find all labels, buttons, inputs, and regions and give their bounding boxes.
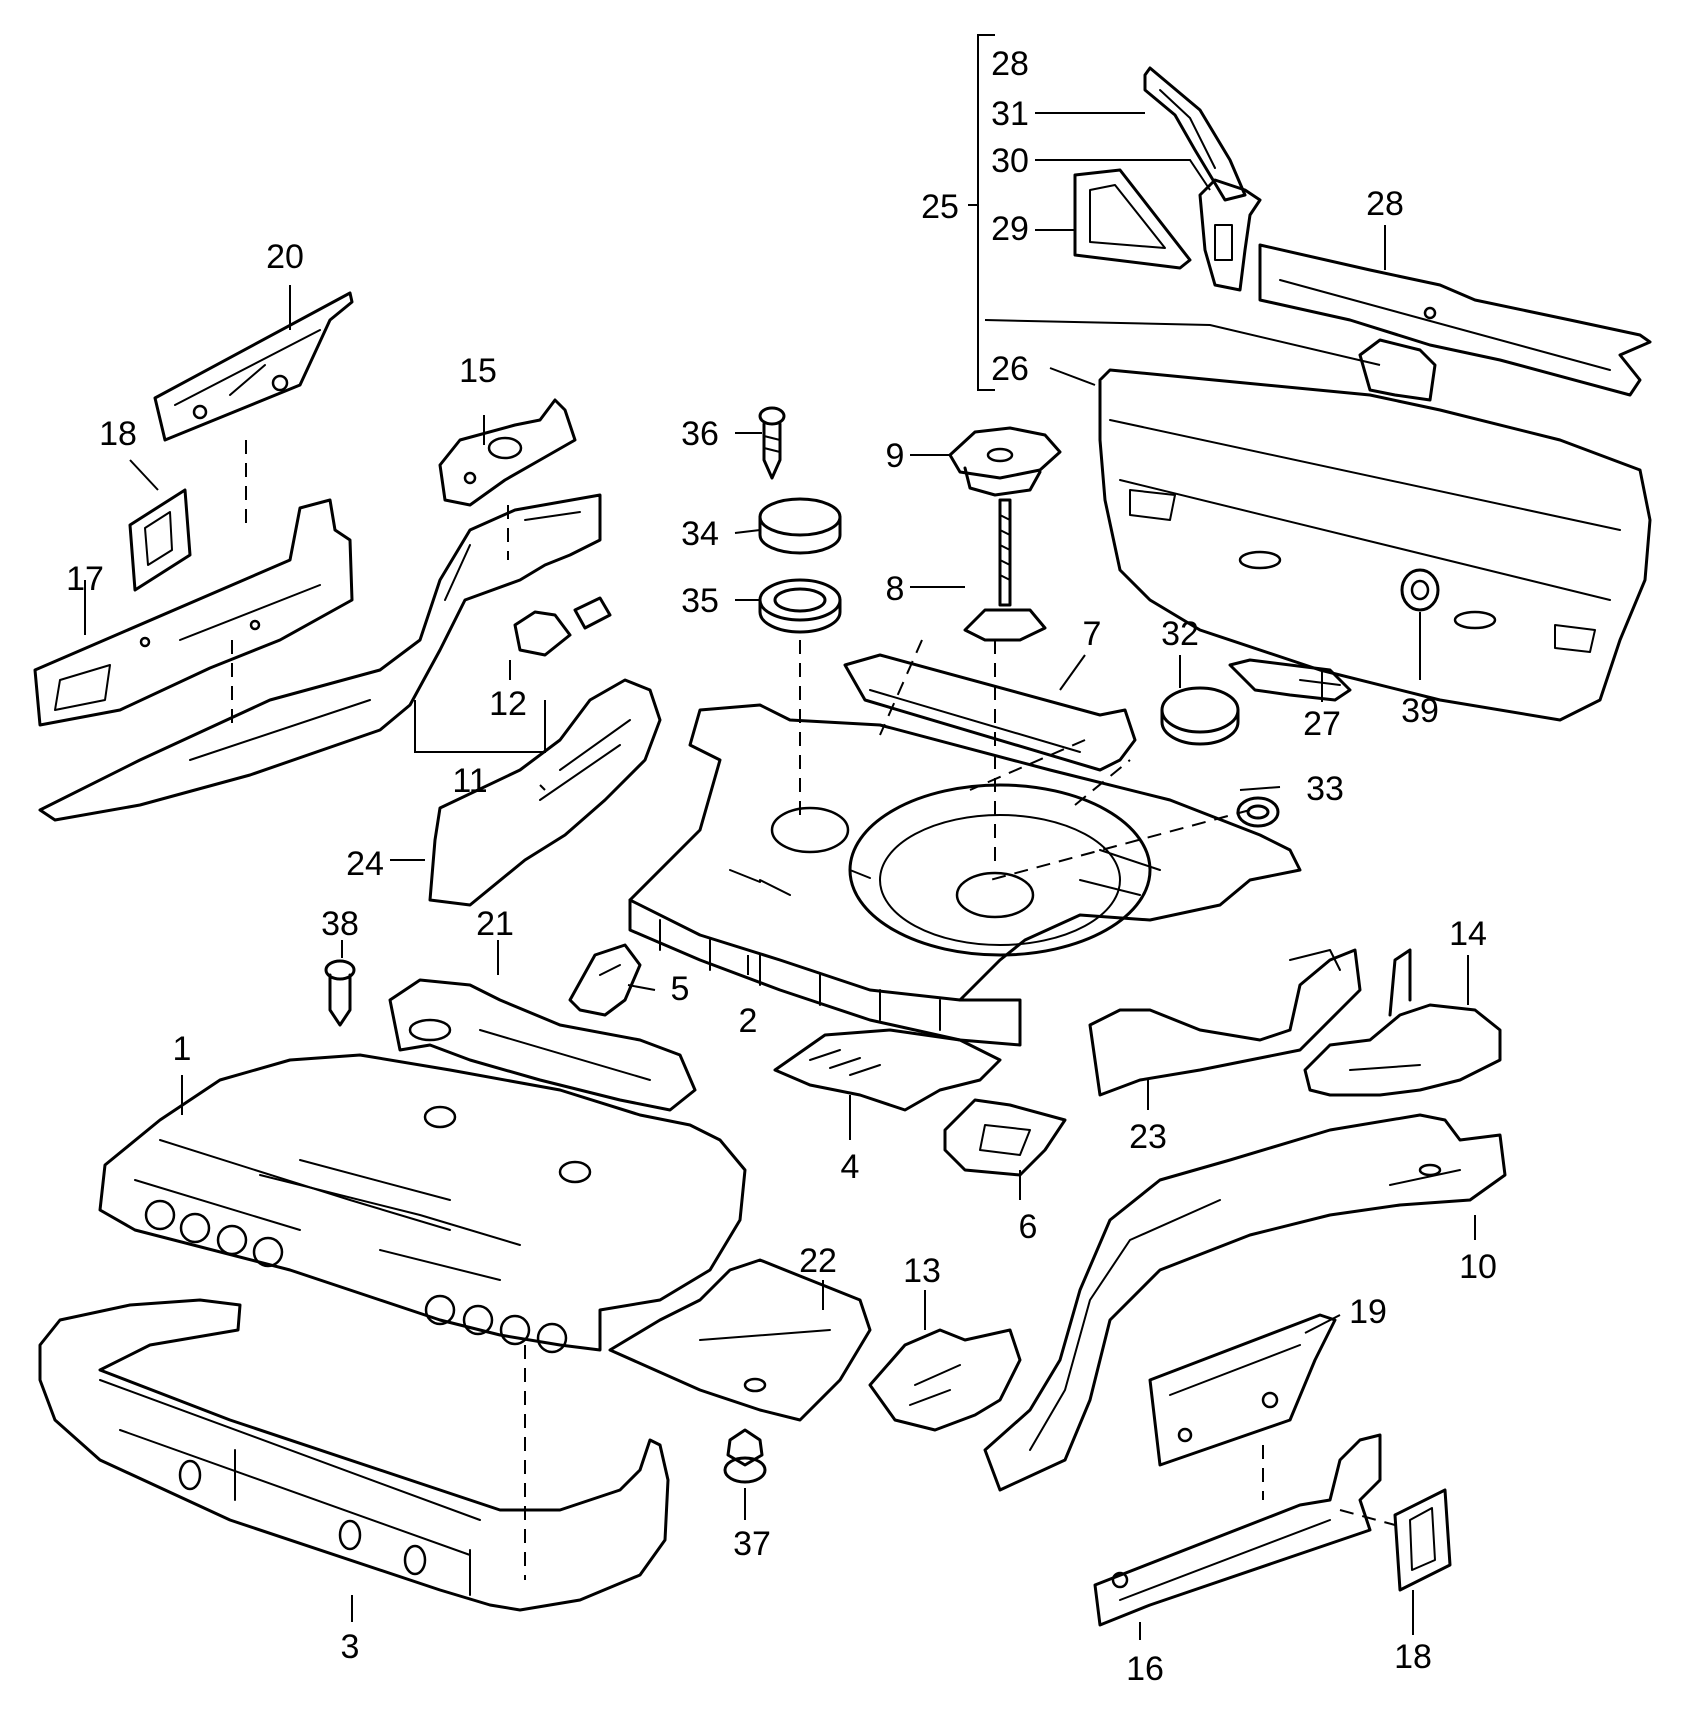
part-33-grommet [1236, 796, 1280, 828]
part-18-plate-right [1393, 1488, 1452, 1592]
part-27-bracket [1228, 658, 1352, 702]
callout-15: 15 [459, 352, 497, 390]
part-38-clip [324, 959, 356, 1027]
alignment-dashes [231, 440, 1396, 1580]
callout-21: 21 [476, 905, 514, 943]
part-11-side-member [38, 493, 602, 822]
callout-14: 14 [1449, 915, 1487, 953]
callout-17: 17 [66, 560, 104, 598]
callout-23: 23 [1129, 1118, 1167, 1156]
callout-4: 4 [841, 1148, 860, 1186]
leader-lines [84, 34, 1476, 1640]
callout-2: 2 [739, 1002, 758, 1040]
part-3-front-frame [38, 1298, 670, 1612]
callout-16: 16 [1126, 1650, 1164, 1688]
part-35-ring [758, 578, 842, 634]
part-6-bracket [943, 1098, 1067, 1177]
part-16-member-right [1093, 1433, 1382, 1627]
part-37-grommet [723, 1428, 767, 1484]
callout-8: 8 [886, 570, 905, 608]
callout-3: 3 [341, 1628, 360, 1666]
callout-13: 13 [903, 1252, 941, 1290]
part-13-bracket [868, 1328, 1022, 1432]
callout-31: 31 [991, 95, 1029, 133]
callout-38: 38 [321, 905, 359, 943]
callout-11: 11 [452, 762, 487, 800]
part-24-inner-panel [428, 678, 662, 907]
callout-30: 30 [991, 142, 1029, 180]
part-17-member-left [33, 498, 354, 727]
part-23-side-panel [1088, 948, 1362, 1097]
part-7-cross-member [843, 653, 1137, 772]
callout-12: 12 [489, 685, 527, 723]
callout-labels: 20 18 17 15 12 11 24 36 34 35 9 8 7 32 3… [66, 45, 1497, 1688]
callout-24: 24 [346, 845, 384, 883]
callout-18-right: 18 [1394, 1638, 1432, 1676]
part-34-cap [758, 497, 842, 555]
part-5-bracket [568, 943, 642, 1017]
part-20-bracket [153, 291, 354, 442]
callout-28-group: 28 [991, 45, 1029, 83]
callout-25: 25 [921, 188, 959, 226]
part-26-rear-panel [1098, 338, 1652, 722]
callout-9: 9 [886, 437, 905, 475]
callout-36: 36 [681, 415, 719, 453]
callout-34: 34 [681, 515, 719, 553]
callout-10: 10 [1459, 1248, 1497, 1286]
part-12-clip [513, 596, 612, 657]
part-31-pillar [1143, 66, 1247, 202]
callout-39: 39 [1401, 692, 1439, 730]
callout-20: 20 [266, 238, 304, 276]
callout-1: 1 [173, 1030, 192, 1068]
callout-7: 7 [1083, 615, 1102, 653]
callout-32: 32 [1161, 615, 1199, 653]
part-4-panel [773, 1028, 1002, 1112]
part-9-wing-nut [948, 426, 1062, 497]
part-30-pillar-bracket [1198, 178, 1262, 292]
part-15-bracket [438, 398, 577, 507]
part-21-cross-member [388, 978, 697, 1112]
callout-18-left: 18 [99, 415, 137, 453]
part-22-tunnel-plate [608, 1258, 872, 1422]
callout-28: 28 [1366, 185, 1404, 223]
part-1-front-floor-pan [98, 1053, 747, 1354]
part-36-screw [758, 406, 786, 480]
part-39-cap [1400, 568, 1440, 612]
callout-22: 22 [799, 1242, 837, 1280]
part-14-bracket [1303, 948, 1502, 1097]
part-10-member-right [983, 1113, 1507, 1492]
callout-27: 27 [1303, 705, 1341, 743]
callout-26: 26 [991, 350, 1029, 388]
callout-6: 6 [1019, 1208, 1038, 1246]
part-2-rear-floor-pan [628, 703, 1302, 1047]
callout-37: 37 [733, 1525, 771, 1563]
part-28-rear-cross-member [1258, 243, 1652, 397]
callout-29: 29 [991, 210, 1029, 248]
callout-19: 19 [1349, 1293, 1387, 1331]
part-18-plate-left [128, 488, 192, 592]
part-19-bracket [1148, 1313, 1337, 1467]
part-32-plug [1160, 686, 1240, 746]
callout-33: 33 [1306, 770, 1344, 808]
callout-35: 35 [681, 582, 719, 620]
part-8-bolt [963, 498, 1047, 642]
callout-5: 5 [671, 970, 690, 1008]
part-29-gusset [1073, 168, 1192, 270]
